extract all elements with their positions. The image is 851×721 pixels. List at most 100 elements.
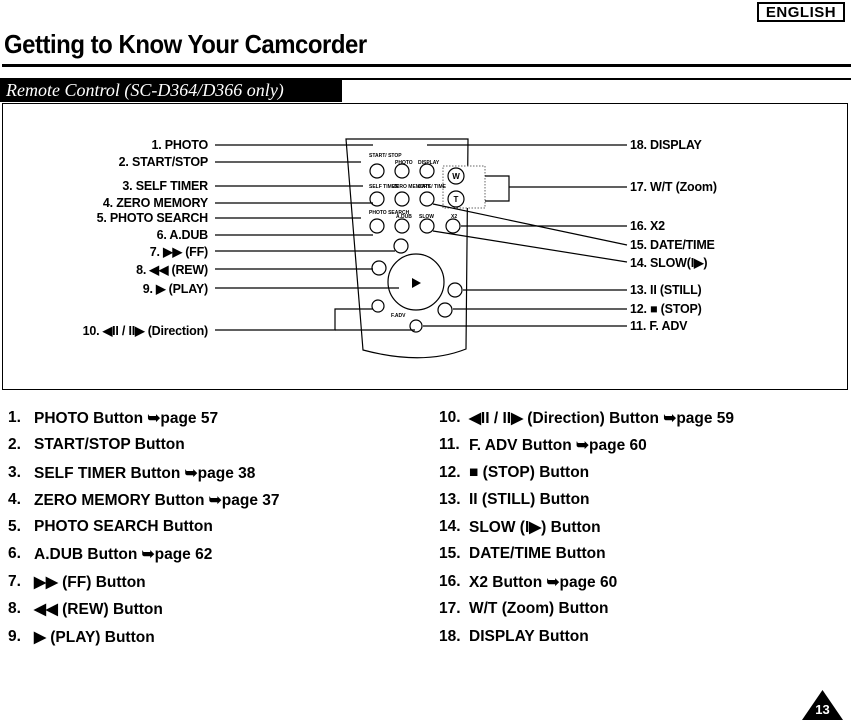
list-text: ■ (STOP) Button (469, 464, 590, 481)
leader-date-time (432, 203, 628, 246)
list-number: 14. (439, 518, 461, 535)
list-item: 8. ◀◀ (REW) Button (8, 600, 163, 619)
list-number: 8. (8, 600, 21, 617)
callout-play: 9. ▶ (PLAY) (142, 282, 209, 296)
remote-label-photo: PHOTO (395, 160, 413, 166)
triangle-icon (802, 690, 843, 720)
remote-label-start-stop: START/ STOP (369, 153, 402, 159)
list-number: 3. (8, 464, 21, 481)
callout-slow: 14. SLOW(I▶) (630, 256, 708, 270)
list-item: 14. SLOW (I▶) Button (439, 518, 601, 537)
list-item: 6.A.DUB Button ➥page 62 (8, 545, 212, 564)
list-number: 18. (439, 628, 461, 645)
callout-still: 13. II (STILL) (630, 283, 702, 297)
photo-key[interactable] (394, 163, 410, 179)
list-text: ZERO MEMORY Button ➥page 37 (34, 492, 280, 509)
callout-zero-memory: 4. ZERO MEMORY (102, 196, 208, 210)
zoom-t-letter: T (454, 195, 459, 204)
photo-search-key[interactable] (369, 218, 385, 234)
remote-label-date-time: DATE/ TIME (418, 184, 447, 190)
list-number: 9. (8, 628, 21, 645)
leader-slow (432, 230, 628, 263)
list-item: 17. W/T (Zoom) Button (439, 600, 608, 618)
callout-direction: 10. ◀II / II▶ (Direction) (82, 324, 209, 338)
still-key[interactable] (447, 282, 463, 298)
x2-key[interactable] (445, 218, 461, 234)
adub-key[interactable] (394, 218, 410, 234)
list-text: PHOTO Button ➥page 57 (34, 410, 219, 427)
list-text: W/T (Zoom) Button (469, 600, 609, 617)
list-item: 11.F. ADV Button ➥page 60 (439, 436, 647, 455)
list-number: 17. (439, 600, 461, 617)
list-text: SLOW (I▶) Button (469, 519, 601, 536)
list-text: X2 Button ➥page 60 (469, 574, 618, 591)
list-item: 4.ZERO MEMORY Button ➥page 37 (8, 491, 280, 510)
list-text: DISPLAY Button (469, 628, 589, 645)
remote-label-zero-memory: ZERO MEMORY (393, 184, 431, 190)
list-item: 1. PHOTO Button ➥page 57 (8, 409, 218, 428)
list-number: 5. (8, 518, 21, 535)
stop-key[interactable] (437, 302, 453, 318)
callout-self-timer: 3. SELF TIMER (122, 179, 208, 193)
callout-x2: 16. X2 (630, 219, 665, 233)
callout-ff: 7. ▶▶ (FF) (149, 245, 208, 259)
remote-label-adub: A.DUB (396, 214, 412, 220)
title-rule (2, 64, 851, 67)
fadv-key[interactable] (409, 319, 423, 333)
remote-control-figure: START/ STOP PHOTO DISPLAY SELF TIMER ZER… (2, 103, 848, 390)
list-number: 16. (439, 573, 461, 590)
remote-label-photo-search: PHOTO SEARCH (369, 210, 410, 216)
list-text: ▶▶ (FF) Button (34, 574, 146, 591)
list-number: 1. (8, 409, 21, 426)
list-text: II (STILL) Button (469, 491, 590, 508)
remote-label-x2: X2 (451, 214, 457, 220)
page-number: 13 (815, 702, 830, 717)
list-text: ▶ (PLAY) Button (34, 629, 155, 646)
remote-label-display: DISPLAY (418, 160, 440, 166)
display-key[interactable] (419, 163, 435, 179)
start-stop-key[interactable] (369, 163, 385, 179)
self-timer-key[interactable] (369, 191, 385, 207)
list-text: ◀◀ (REW) Button (34, 601, 163, 618)
language-badge: ENGLISH (757, 2, 845, 22)
list-number: 12. (439, 464, 461, 481)
remote-label-self-timer: SELF TIMER (369, 184, 399, 190)
zoom-t-key[interactable] (447, 190, 465, 208)
list-text: ◀II / II▶ (Direction) Button ➥page 59 (469, 410, 735, 427)
callout-rew: 8. ◀◀ (REW) (136, 263, 208, 277)
callout-start-stop: 2. START/STOP (118, 155, 209, 169)
page-number-badge: 13 (800, 688, 845, 721)
list-text: A.DUB Button ➥page 62 (34, 546, 213, 563)
list-item: 5. PHOTO SEARCH Button (8, 518, 213, 536)
zoom-w-key[interactable] (447, 167, 465, 185)
remote-control-diagram: START/ STOP PHOTO DISPLAY SELF TIMER ZER… (215, 138, 628, 359)
list-item: 12. ■ (STOP) Button (439, 464, 589, 482)
date-time-key[interactable] (419, 191, 435, 207)
callout-fadv: 11. F. ADV (630, 319, 688, 333)
list-item: 3.SELF TIMER Button ➥page 38 (8, 464, 255, 483)
rew-key[interactable] (371, 260, 387, 276)
section-title: Remote Control (SC-D364/D366 only) (0, 78, 342, 102)
list-number: 7. (8, 573, 21, 590)
list-number: 10. (439, 409, 461, 426)
ff-key[interactable] (393, 238, 409, 254)
zoom-w-letter: W (452, 172, 460, 181)
remote-label-fadv: F.ADV (391, 313, 406, 319)
section-rule (342, 78, 851, 80)
list-item: 9. ▶ (PLAY) Button (8, 628, 155, 647)
callout-display: 18. DISPLAY (630, 138, 702, 152)
callout-stop: 12. ■ (STOP) (630, 302, 702, 316)
zero-memory-key[interactable] (394, 191, 410, 207)
play-icon (412, 278, 421, 288)
direction-key[interactable] (371, 299, 385, 313)
list-item: 15.DATE/TIME Button (439, 545, 606, 563)
list-text: PHOTO SEARCH Button (34, 518, 213, 535)
callout-adub: 6. A.DUB (156, 228, 209, 242)
list-text: DATE/TIME Button (469, 545, 606, 562)
list-item: 13.II (STILL) Button (439, 491, 590, 509)
list-number: 11. (439, 436, 460, 453)
remote-label-slow: SLOW (419, 214, 434, 220)
callout-date-time: 15. DATE/TIME (630, 238, 715, 252)
slow-key[interactable] (419, 218, 435, 234)
list-item: 7. ▶▶ (FF) Button (8, 573, 146, 592)
